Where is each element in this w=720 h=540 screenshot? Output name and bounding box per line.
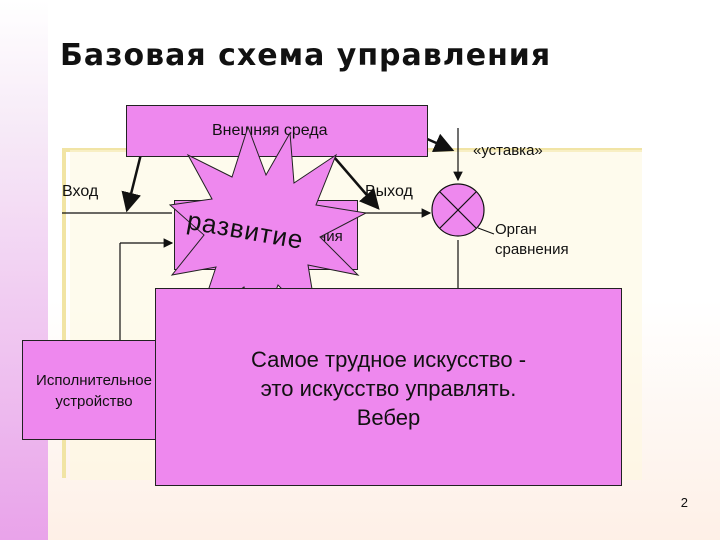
env-to-output-arrow (327, 149, 380, 210)
quote-author: Вебер (356, 405, 421, 430)
output-label: Выход (365, 183, 413, 200)
quote-box: Самое трудное искусство - это искусство … (155, 288, 622, 486)
comparator-label: Орган сравнения (495, 221, 569, 258)
env-to-setpoint-arrow (424, 133, 455, 153)
quote-text: Самое трудное искусство - это искусство … (156, 345, 621, 432)
external-environment-label: Внешняя среда (212, 122, 328, 139)
quote-line-2: это искусство управлять. (260, 376, 517, 401)
quote-line-1: Самое трудное искусство - (250, 347, 527, 372)
development-burst (168, 125, 368, 339)
env-to-input-arrow (121, 149, 144, 213)
page-number: 2 (680, 495, 688, 510)
actuator-label: Исполнительное устройство (36, 372, 152, 410)
slide-title: Базовая схема управления (60, 38, 552, 73)
comparator-label-pointer (477, 227, 495, 235)
actuator-box (22, 340, 166, 440)
input-label: Вход (62, 183, 99, 200)
setpoint-label: «уставка» (473, 142, 543, 159)
external-environment-box (126, 105, 428, 157)
